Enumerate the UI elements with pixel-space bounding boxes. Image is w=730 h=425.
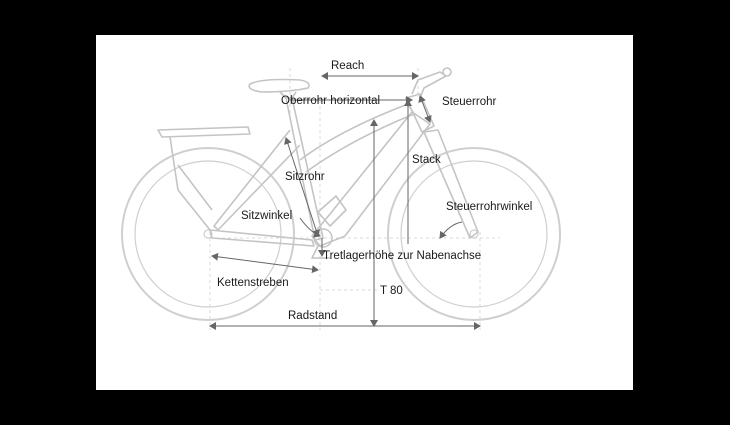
bottom-bracket	[313, 228, 333, 248]
label-reach: Reach	[331, 60, 365, 72]
kettenstreben-line	[211, 252, 319, 274]
sitzwinkel-arc	[299, 217, 321, 238]
saddle	[248, 78, 310, 93]
rear-hub	[203, 229, 213, 239]
label-sitzrohr: Sitzrohr	[285, 171, 325, 183]
label-oberrohr-horizontal: Oberrohr horizontal	[281, 95, 381, 107]
front-wheel-tire	[387, 147, 561, 321]
label-steuerrohrwinkel: Steuerrohrwinkel	[446, 201, 533, 213]
label-tretlagerhoehe: Tretlagerhöhe zur Nabenachse	[323, 250, 482, 262]
steuerrohrwinkel-arc	[439, 221, 463, 239]
label-radstand: Radstand	[288, 310, 338, 322]
label-t80: T 80	[380, 285, 403, 297]
head-tube	[405, 93, 435, 133]
top-tube	[299, 103, 415, 173]
chain-stay	[209, 229, 315, 247]
label-stack: Stack	[412, 154, 441, 166]
rear-wheel-tire	[121, 147, 295, 321]
sitzrohr-line	[284, 137, 320, 237]
seat-stay	[213, 129, 301, 231]
label-sitzwinkel: Sitzwinkel	[241, 210, 293, 222]
label-steuerrohr: Steuerrohr	[442, 96, 497, 108]
front-wheel-rim	[400, 160, 548, 308]
rear-wheel-rim	[134, 160, 282, 308]
fork	[423, 129, 479, 239]
front-hub	[469, 229, 479, 239]
wheels	[121, 147, 561, 321]
steuerrohr-line	[418, 95, 432, 123]
rear-rack	[157, 126, 251, 138]
measurement-lines	[209, 72, 481, 330]
bike-frame	[157, 67, 479, 259]
label-kettenstreben: Kettenstreben	[217, 277, 289, 289]
